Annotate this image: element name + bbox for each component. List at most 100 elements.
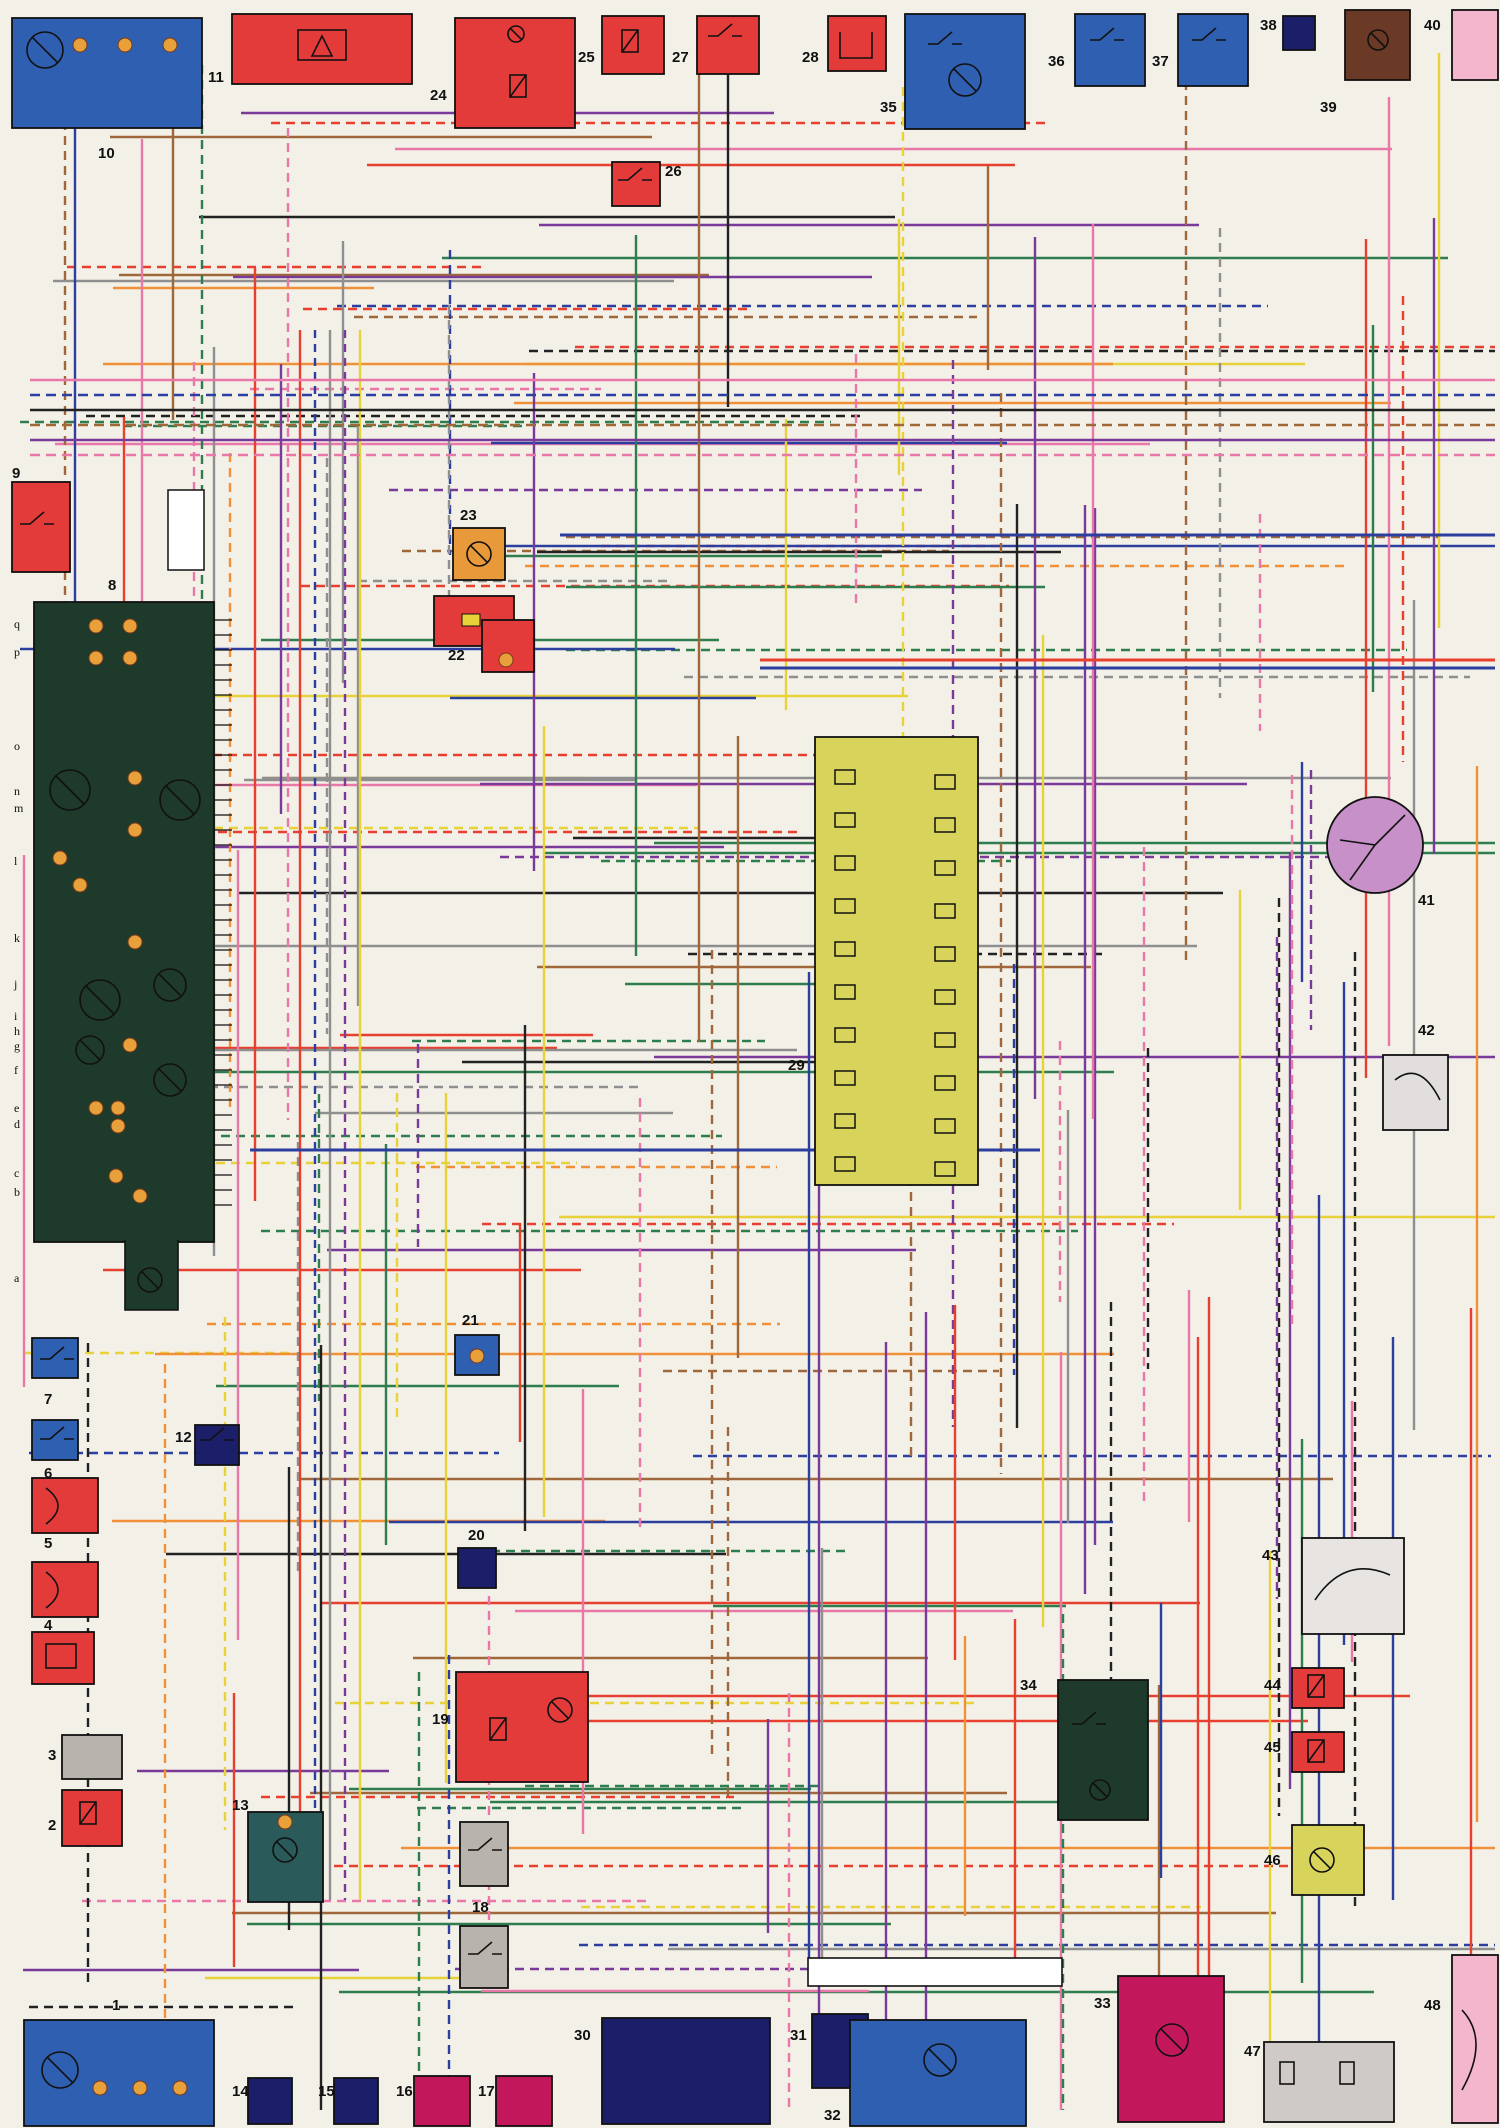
component-18-label: 18 (472, 1899, 489, 1916)
component-5-label: 5 (44, 1535, 52, 1552)
component-26-body (611, 161, 661, 207)
connector-row-b-label: b (14, 1185, 20, 1199)
component-10-label: 10 (98, 145, 115, 162)
connector-row-k-label: k (14, 931, 20, 945)
gauge-volt-icon (153, 1063, 187, 1097)
component-8-a-symbol (137, 1267, 163, 1293)
component-22-element (461, 613, 481, 627)
component-26-switch (618, 167, 652, 181)
component-6-switch (40, 1426, 74, 1440)
component-14-body (247, 2077, 293, 2125)
component-10-lamp (26, 31, 64, 69)
component-32-motor (923, 2043, 957, 2077)
component-37-switch (1192, 27, 1226, 41)
indicator-lamp (122, 1037, 138, 1053)
lamp-dot (162, 37, 178, 53)
component-21-body (454, 1334, 500, 1376)
gauge-speed-icon (79, 979, 121, 1021)
fuse-right (934, 1032, 956, 1048)
component-4-body (31, 1561, 99, 1618)
component-4-label: 4 (44, 1617, 53, 1634)
component-25-label: 25 (578, 49, 595, 66)
connector-row-a-label: a (14, 1271, 20, 1285)
component-43-label: 43 (1262, 1547, 1279, 1564)
component-29-label: 29 (788, 1057, 805, 1074)
lamp-dot (92, 2080, 108, 2096)
component-42-symbol (1394, 1072, 1441, 1101)
component-21-label: 21 (462, 1312, 479, 1329)
component-23-label: 23 (460, 507, 477, 524)
component-46-label: 46 (1264, 1852, 1281, 1869)
component-19-relay (489, 1717, 507, 1741)
component-34-body (1057, 1679, 1149, 1821)
gauge-fuel-icon (49, 769, 91, 811)
lamp-cross (141, 1271, 159, 1289)
fuse-left (834, 1027, 856, 1043)
component-4b-symbol (45, 1643, 77, 1669)
fuse-right (934, 817, 956, 833)
connector-row-p-label: p (14, 645, 20, 659)
component-28-label: 28 (802, 49, 819, 66)
component-25-relay (621, 29, 639, 53)
component-10-body (11, 17, 203, 129)
component-44-label: 44 (1264, 1677, 1281, 1694)
component-11-label: 11 (208, 69, 224, 86)
gauge-tach-icon (153, 968, 187, 1002)
component-8-body (33, 601, 215, 1243)
connector-row-g-label: g (14, 1039, 20, 1053)
component-7-label: 7 (44, 1391, 52, 1408)
component-45-label: 45 (1264, 1739, 1281, 1756)
component-18-bottom (459, 1925, 509, 1989)
indicator-lamp (127, 822, 143, 838)
fuse-left (834, 1113, 856, 1129)
component-19-lamp (547, 1697, 573, 1723)
component-24-body (454, 17, 576, 129)
lamp-cross (85, 985, 115, 1015)
component-37-body (1177, 13, 1249, 87)
component-35-switch (928, 31, 962, 45)
lamp-cross (928, 2048, 952, 2072)
fuse-right (934, 1161, 956, 1177)
indicator-lamp (132, 1188, 148, 1204)
component-46-body (1291, 1824, 1365, 1896)
component-27-switch (708, 23, 742, 37)
lamp-dot (117, 37, 133, 53)
fuse-left (834, 855, 856, 871)
component-14-label: 14 (232, 2083, 249, 2100)
component-42-body (1382, 1054, 1449, 1131)
component-23-lamp (466, 541, 492, 567)
lamp-cross (79, 1039, 101, 1061)
component-42-label: 42 (1418, 1022, 1435, 1039)
connector-row-n-label: n (14, 784, 20, 798)
component-45-body (1291, 1731, 1345, 1773)
lamp-cross (551, 1701, 569, 1719)
component-31-label: 31 (790, 2027, 807, 2044)
component-8-a-connector (124, 1240, 179, 1311)
component-39-body (1344, 9, 1411, 81)
relay-diag (489, 1717, 507, 1741)
component-34-lamp (1089, 1779, 1111, 1801)
component-36-body (1074, 13, 1146, 87)
fuse-right (934, 903, 956, 919)
component-11-body (231, 13, 413, 85)
fuse-left (834, 1070, 856, 1086)
component-20-label: 20 (468, 1527, 485, 1544)
connector-row-h-label: h (14, 1024, 20, 1038)
connector-row-l-label: l (14, 854, 18, 868)
component-13-label: 13 (232, 1797, 249, 1814)
indicator-lamp (127, 770, 143, 786)
component-45-relay (1307, 1739, 1325, 1763)
component-1-body (23, 2019, 215, 2127)
component-9-switch (20, 511, 54, 525)
relay-diag (621, 29, 639, 53)
component-13-lamp (272, 1837, 298, 1863)
gauge-oil-icon (75, 1035, 105, 1065)
component-30-label: 30 (574, 2027, 591, 2044)
component-13-dot (277, 1814, 293, 1830)
indicator-lamp (122, 618, 138, 634)
lamp-cross (276, 1841, 294, 1859)
fuse-right (934, 1118, 956, 1134)
lamp-cross (509, 27, 523, 41)
component-44-relay (1307, 1674, 1325, 1698)
